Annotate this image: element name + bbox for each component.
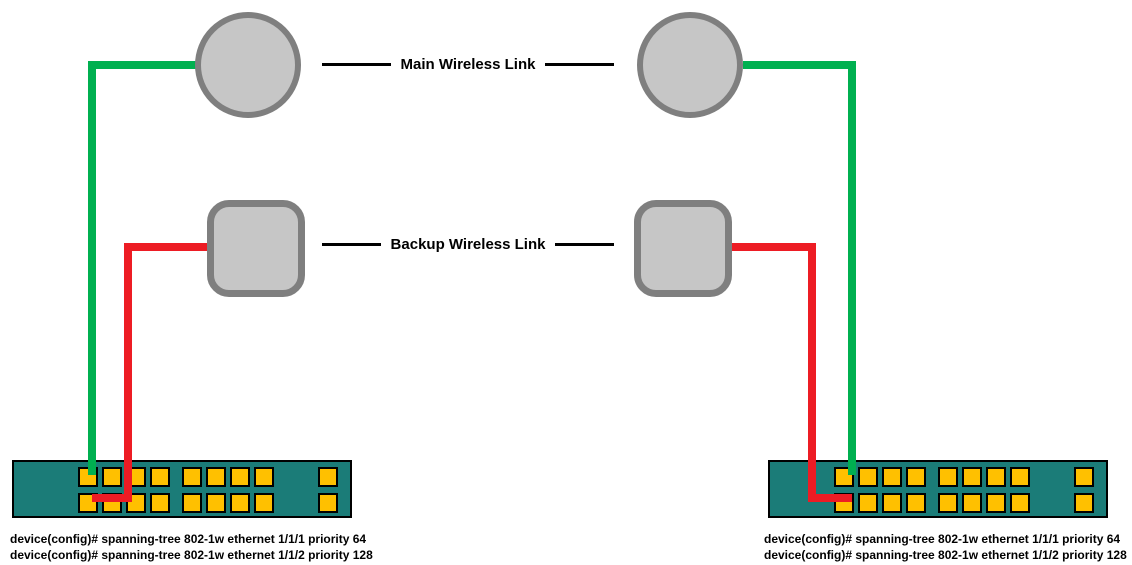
config-line: device(config)# spanning-tree 802-1w eth… xyxy=(764,532,1121,546)
label-connector-line xyxy=(555,242,615,246)
port-group xyxy=(78,467,170,513)
switch-port xyxy=(318,493,338,513)
backup-wireless-radio-right xyxy=(634,200,732,297)
switch-port xyxy=(962,493,982,513)
main-link-cable-left-horizontal xyxy=(88,61,197,69)
switch-port xyxy=(986,493,1006,513)
main-link-cable-right-horizontal xyxy=(743,61,856,69)
switch-left-config: device(config)# spanning-tree 802-1w eth… xyxy=(10,531,373,563)
port-group xyxy=(182,467,274,513)
backup-wireless-radio-left xyxy=(207,200,305,297)
switch-port xyxy=(938,467,958,487)
switch-port xyxy=(318,467,338,487)
port-group xyxy=(1074,467,1094,513)
main-link-label-row: Main Wireless Link xyxy=(322,52,614,76)
switch-right xyxy=(768,460,1108,518)
switch-port xyxy=(906,493,926,513)
config-line: device(config)# spanning-tree 802-1w eth… xyxy=(10,532,367,546)
switch-left xyxy=(12,460,352,518)
main-link-cable-left-vertical xyxy=(88,61,96,475)
switch-port xyxy=(1074,467,1094,487)
switch-port xyxy=(882,493,902,513)
main-wireless-radio-right xyxy=(637,12,743,118)
label-connector-line xyxy=(545,62,614,66)
port-group xyxy=(318,467,338,513)
switch-port xyxy=(150,493,170,513)
switch-port xyxy=(1010,467,1030,487)
backup-link-cable-right-foot xyxy=(808,494,852,502)
backup-link-cable-right-horizontal xyxy=(730,243,816,251)
main-link-cable-right-vertical xyxy=(848,61,856,475)
switch-port xyxy=(182,493,202,513)
label-connector-line xyxy=(322,242,381,246)
port-group xyxy=(938,467,1030,513)
switch-port xyxy=(882,467,902,487)
switch-port xyxy=(858,493,878,513)
switch-port xyxy=(206,493,226,513)
switch-port xyxy=(906,467,926,487)
switch-port xyxy=(1074,493,1094,513)
switch-port xyxy=(206,467,226,487)
switch-port xyxy=(230,467,250,487)
backup-link-cable-left-foot xyxy=(92,494,132,502)
switch-port xyxy=(858,467,878,487)
switch-port xyxy=(150,467,170,487)
backup-link-label: Backup Wireless Link xyxy=(390,235,546,253)
backup-link-cable-left-vertical xyxy=(124,243,132,502)
switch-port xyxy=(182,467,202,487)
backup-link-cable-right-vertical xyxy=(808,243,816,502)
config-line: device(config)# spanning-tree 802-1w eth… xyxy=(10,548,373,562)
main-link-label: Main Wireless Link xyxy=(400,55,536,73)
main-wireless-radio-left xyxy=(195,12,301,118)
config-line: device(config)# spanning-tree 802-1w eth… xyxy=(764,548,1127,562)
switch-port xyxy=(1010,493,1030,513)
switch-port xyxy=(962,467,982,487)
switch-port xyxy=(254,467,274,487)
label-connector-line xyxy=(322,62,391,66)
switch-port xyxy=(986,467,1006,487)
backup-link-label-row: Backup Wireless Link xyxy=(322,232,615,256)
switch-port xyxy=(938,493,958,513)
switch-port xyxy=(102,467,122,487)
switch-port xyxy=(230,493,250,513)
switch-right-config: device(config)# spanning-tree 802-1w eth… xyxy=(764,531,1127,563)
switch-port xyxy=(254,493,274,513)
backup-link-cable-left-horizontal xyxy=(124,243,209,251)
